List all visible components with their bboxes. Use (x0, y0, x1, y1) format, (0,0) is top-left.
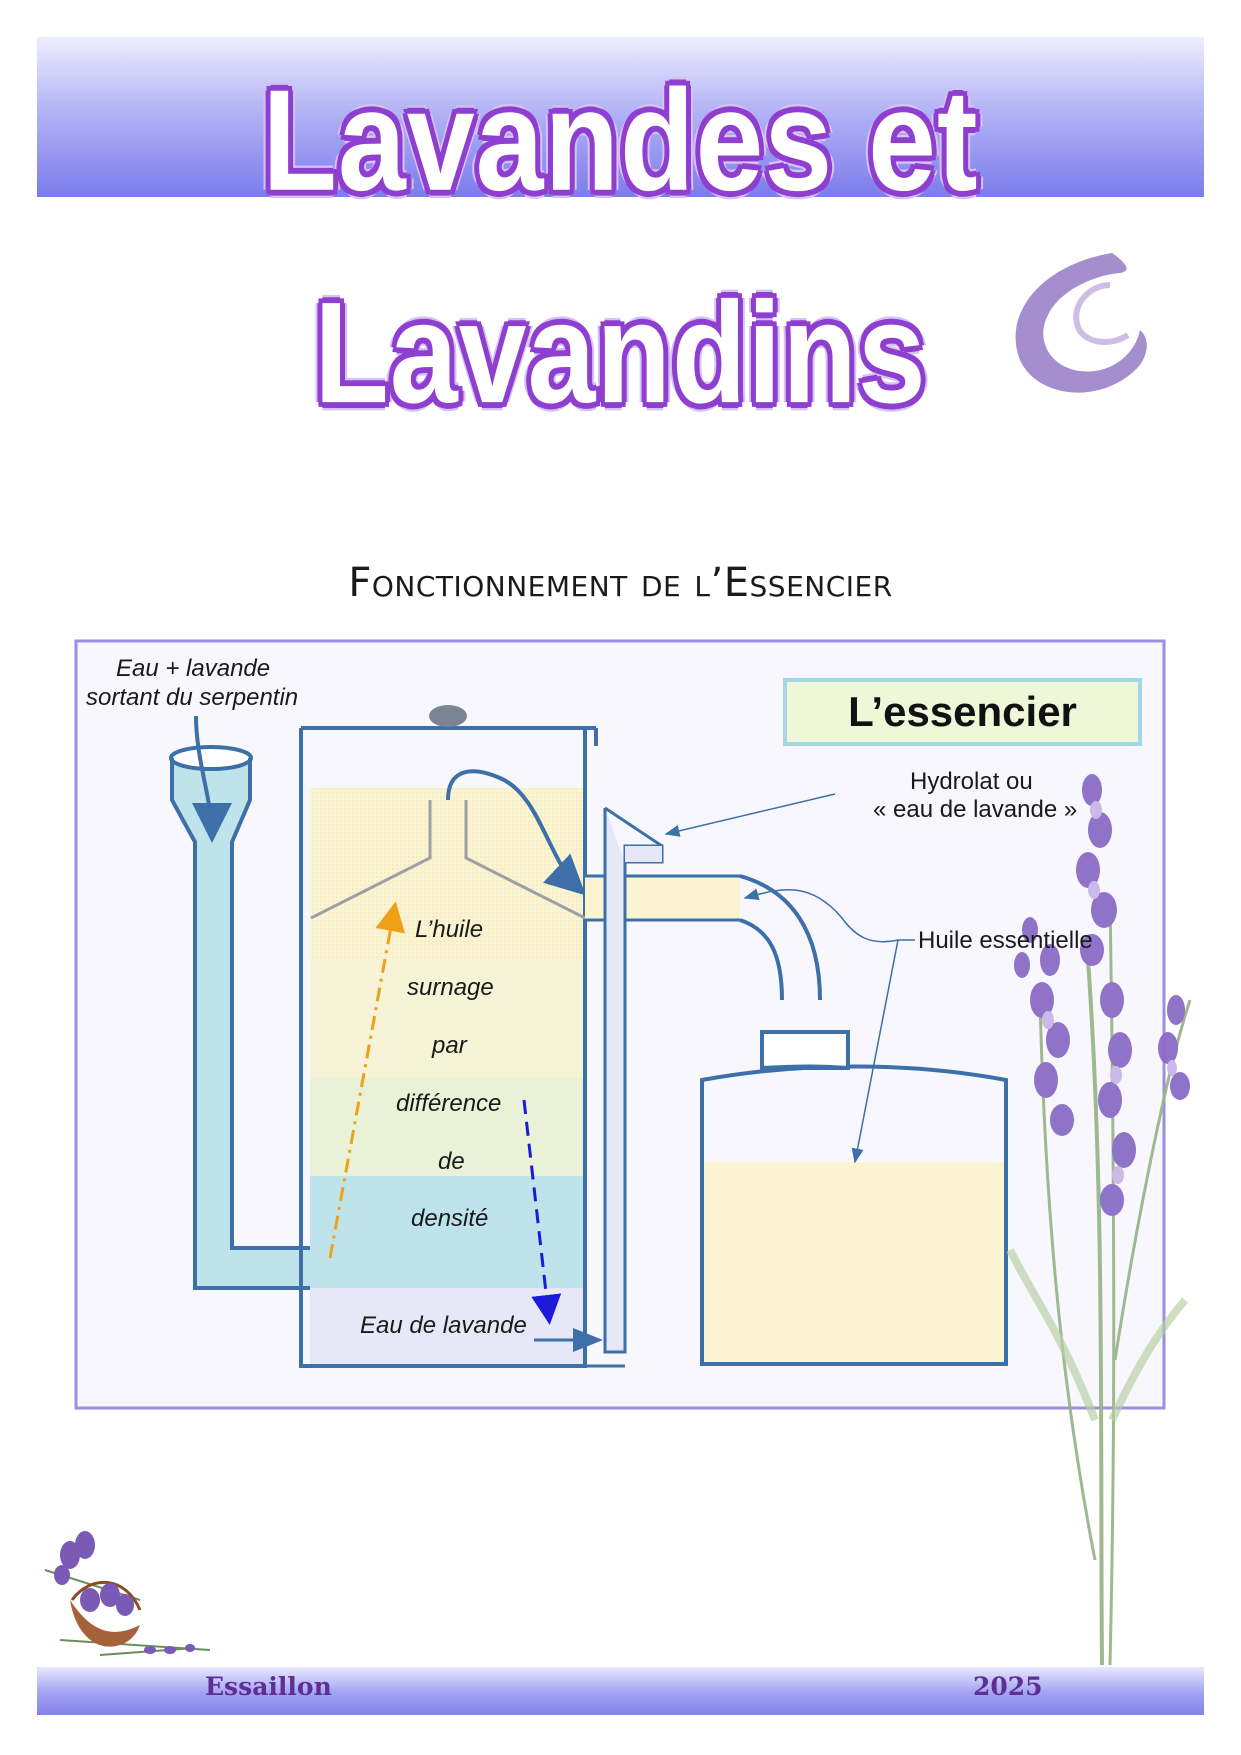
footer-band (37, 1667, 1204, 1715)
explain-line-4: différence (396, 1090, 502, 1117)
footer-year: 2025 (973, 1672, 1043, 1701)
diagram-title: L’essencier (848, 688, 1077, 735)
page-title: Lavandes et Lavandins (262, 59, 979, 433)
explain-line-3: par (432, 1032, 467, 1059)
footer-location: Essaillon (205, 1672, 332, 1701)
hydrolat-label-line2: « eau de lavande » (873, 796, 1078, 823)
title-box (783, 678, 1142, 746)
ink-ring-logo (1015, 253, 1147, 393)
oil-label: Huile essentielle (918, 927, 1093, 954)
lavender-basket-decoration (44, 1531, 211, 1656)
hydrolat-label-line1: Hydrolat ou (910, 768, 1033, 795)
lavender-decoration (1006, 774, 1192, 1666)
header-band (37, 37, 1204, 197)
explain-line-5: de (438, 1148, 465, 1175)
inlet-label-line1: Eau + lavande (116, 655, 271, 682)
explain-line-2: surnage (407, 974, 494, 1001)
inlet-label-line2: sortant du serpentin (86, 684, 299, 711)
explain-line-6: densité (411, 1205, 489, 1232)
section-title: Fonctionnement de l’Essencier (348, 560, 893, 606)
explain-line-1: L’huile (415, 916, 484, 943)
water-label: Eau de lavande (360, 1312, 527, 1339)
